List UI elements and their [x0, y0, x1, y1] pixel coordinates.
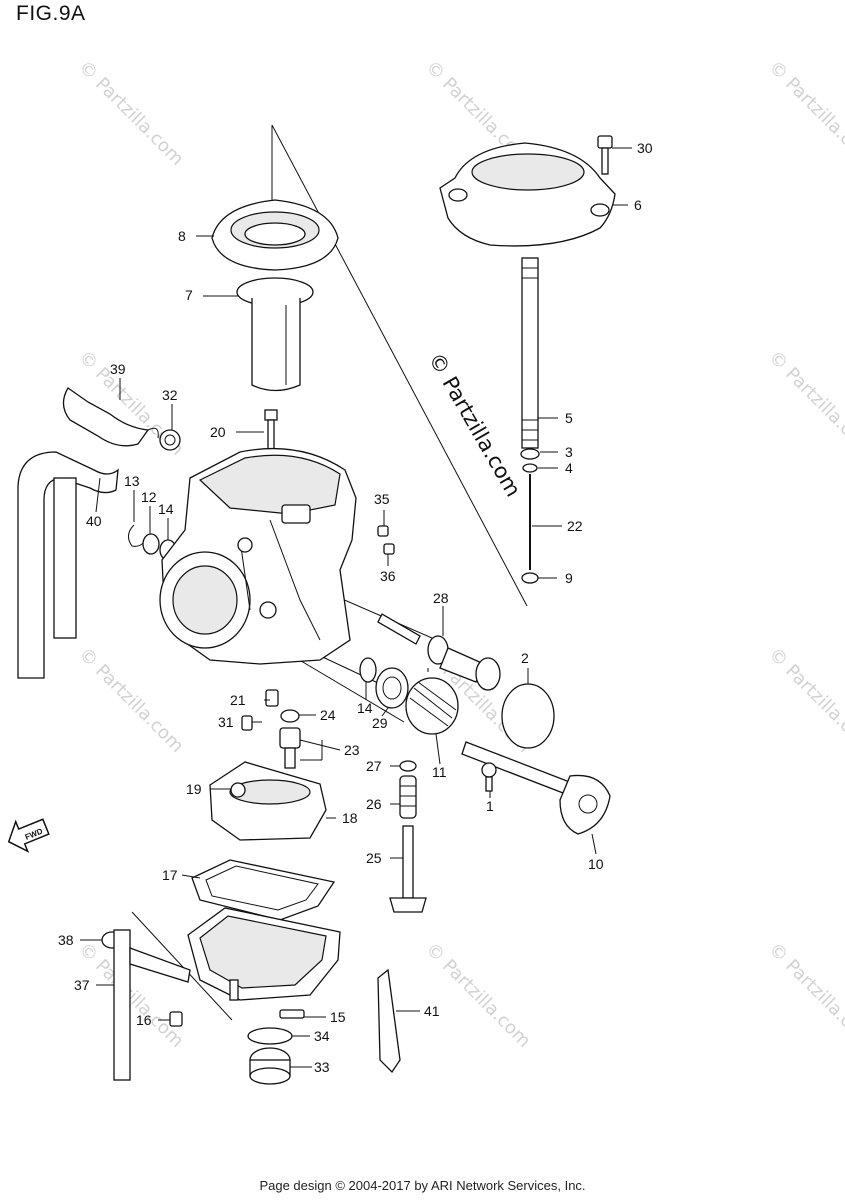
callout-38: 38 — [58, 932, 74, 948]
callout-35: 35 — [374, 491, 390, 507]
callout-29: 29 — [372, 715, 388, 731]
part-9-clip — [521, 572, 539, 584]
callout-34: 34 — [314, 1028, 330, 1044]
part-29-cap — [375, 667, 409, 709]
watermark: © Partzilla.com — [74, 57, 187, 170]
part-3-4-washers — [520, 448, 540, 473]
part-18-float — [209, 761, 327, 841]
leader-lines — [80, 147, 632, 1068]
part-19-pin — [230, 782, 246, 798]
callout-11: 11 — [432, 764, 447, 780]
callout-12: 12 — [141, 489, 157, 505]
callout-10: 10 — [588, 856, 604, 872]
part-21-screw — [265, 689, 279, 707]
center-watermark: © Partzilla.com — [424, 349, 526, 501]
callout-9: 9 — [565, 570, 573, 586]
part-14-o-ring-2 — [359, 657, 377, 683]
callout-24: 24 — [320, 707, 336, 723]
callout-23: 23 — [344, 742, 360, 758]
part-24-o-ring — [280, 709, 300, 723]
callout-41: 41 — [424, 1003, 440, 1019]
callout-16: 16 — [136, 1012, 152, 1028]
figure-title: FIG.9A — [16, 2, 86, 25]
part-32-clamp — [159, 429, 181, 451]
callout-4: 4 — [565, 460, 573, 476]
callout-5: 5 — [565, 410, 573, 426]
watermark: © Partzilla.com — [764, 347, 845, 460]
part-12-o-ring — [142, 533, 160, 555]
part-35-screw — [377, 525, 389, 537]
part-36-screw — [383, 543, 395, 555]
page-footer: Page design © 2004-2017 by ARI Network S… — [259, 1178, 586, 1193]
part-25-screw — [389, 825, 427, 913]
part-27-washer — [399, 760, 417, 772]
callout-6: 6 — [634, 197, 642, 213]
part-34-o-ring — [247, 1027, 293, 1045]
watermark: © Partzilla.com — [74, 644, 187, 757]
callout-13: 13 — [124, 473, 140, 489]
watermark: © Partzilla.com — [421, 939, 534, 1052]
callout-39: 39 — [110, 361, 126, 377]
watermark: © Partzilla.com — [764, 939, 845, 1052]
callout-21: 21 — [230, 692, 246, 708]
callout-15: 15 — [330, 1009, 346, 1025]
callout-7: 7 — [185, 287, 193, 303]
part-6-top-cover — [439, 142, 616, 247]
callout-31: 31 — [218, 714, 234, 730]
part-30-screw — [597, 135, 613, 175]
callout-20: 20 — [210, 424, 226, 440]
callout-36: 36 — [380, 568, 396, 584]
part-5-rod — [521, 257, 539, 449]
fwd-arrow-icon: FWD — [7, 818, 50, 853]
callout-22: 22 — [567, 518, 583, 534]
part-40-hose — [17, 451, 119, 679]
callout-27: 27 — [366, 758, 382, 774]
part-33-plug — [249, 1047, 291, 1085]
part-39-hose — [62, 387, 159, 447]
part-11-spring — [405, 677, 459, 735]
callout-26: 26 — [366, 796, 382, 812]
callout-1: 1 — [486, 798, 494, 814]
callout-30: 30 — [637, 140, 653, 156]
watermark: © Partzilla.com — [764, 57, 845, 170]
callout-19: 19 — [186, 781, 202, 797]
callout-14-second: 14 — [357, 700, 373, 716]
part-16-screw — [169, 1011, 183, 1027]
callout-8: 8 — [178, 228, 186, 244]
callout-32: 32 — [162, 387, 178, 403]
part-23-jet — [279, 727, 301, 769]
part-37-tube — [113, 929, 191, 1081]
callout-14: 14 — [158, 501, 174, 517]
part-28-stop-screw — [377, 613, 501, 691]
callout-33: 33 — [314, 1059, 330, 1075]
watermark: © Partzilla.com — [764, 644, 845, 757]
part-15-screw — [279, 1009, 305, 1019]
carburetor-body — [159, 447, 357, 665]
callout-40: 40 — [86, 513, 102, 529]
part-10-shaft — [461, 741, 611, 835]
callout-3: 3 — [565, 444, 573, 460]
part-41-bracket — [377, 968, 401, 1074]
callout-17: 17 — [162, 867, 178, 883]
part-7-slide — [236, 277, 314, 392]
part-17-gasket — [191, 859, 336, 921]
part-2-disc — [501, 683, 555, 749]
callout-25: 25 — [366, 850, 382, 866]
part-8-diaphragm — [211, 199, 339, 271]
part-31-screw — [241, 715, 253, 731]
callout-37: 37 — [74, 977, 90, 993]
callout-2: 2 — [521, 650, 529, 666]
callout-18: 18 — [342, 810, 358, 826]
callout-labels: 30 6 8 7 39 32 20 5 3 4 13 35 12 14 40 2… — [58, 140, 653, 1075]
part-1-screw — [481, 762, 497, 792]
callout-28: 28 — [433, 590, 449, 606]
float-bowl — [187, 907, 341, 1001]
part-26-spring — [399, 775, 417, 819]
